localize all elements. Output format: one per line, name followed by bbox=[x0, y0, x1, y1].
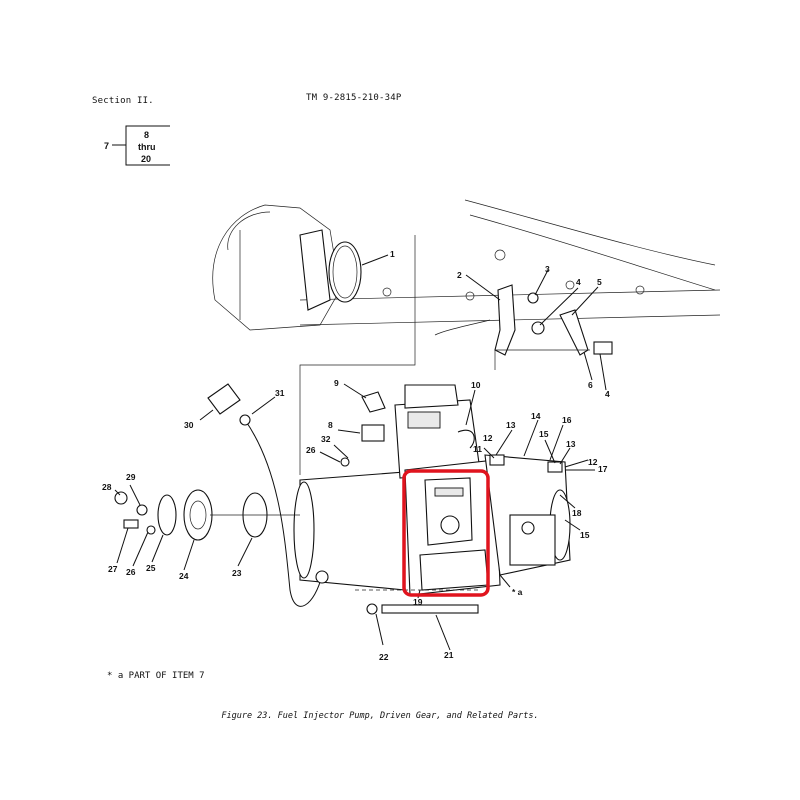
leader-lines bbox=[114, 235, 607, 651]
callout: 17 bbox=[598, 464, 608, 474]
callout-numbers: 1 2 3 4 5 6 4 9 10 31 30 8 32 26 13 14 1… bbox=[102, 249, 610, 662]
nut bbox=[531, 321, 545, 335]
adapter-plate bbox=[299, 229, 331, 311]
washer-29 bbox=[136, 504, 148, 516]
callout: 30 bbox=[184, 420, 194, 430]
callout: 3 bbox=[545, 264, 550, 274]
hose bbox=[457, 429, 475, 449]
callout: 4 bbox=[605, 389, 610, 399]
callout: * a bbox=[512, 587, 523, 597]
callout: 23 bbox=[232, 568, 242, 578]
callout: 9 bbox=[334, 378, 339, 388]
callout: 8 bbox=[328, 420, 333, 430]
callout: 29 bbox=[126, 472, 136, 482]
callout: 11 bbox=[473, 444, 482, 454]
callout: 16 bbox=[562, 415, 572, 425]
engine-block-background bbox=[212, 199, 721, 336]
driven-gear-assembly bbox=[114, 489, 300, 541]
callout: 12 bbox=[588, 457, 598, 467]
footnote: * a PART OF ITEM 7 bbox=[107, 671, 205, 681]
highlight-box bbox=[402, 469, 490, 597]
callout: 19 bbox=[413, 597, 423, 607]
gear-24 bbox=[183, 489, 213, 541]
elbow-fitting bbox=[361, 391, 386, 413]
washer bbox=[527, 292, 539, 304]
callout: 12 bbox=[483, 433, 493, 443]
callout: 24 bbox=[179, 571, 189, 581]
bracket-item-number: 7 bbox=[104, 141, 109, 151]
bracket-line-2: thru bbox=[138, 142, 156, 152]
section-label: Section II. bbox=[92, 96, 154, 106]
support-bracket bbox=[494, 284, 516, 356]
callout: 31 bbox=[275, 388, 285, 398]
screw-27 bbox=[123, 519, 139, 529]
hub-25 bbox=[157, 494, 177, 536]
callout: 21 bbox=[444, 650, 454, 660]
callout: 1 bbox=[390, 249, 395, 259]
tee-fitting bbox=[361, 424, 385, 442]
callout: 26 bbox=[306, 445, 316, 455]
technical-manual-number: TM 9-2815-210-34P bbox=[306, 93, 402, 103]
callout: 13 bbox=[506, 420, 516, 430]
callout: 10 bbox=[471, 380, 481, 390]
bracket-line-3: 20 bbox=[141, 154, 151, 164]
strap bbox=[559, 309, 589, 356]
callout: 5 bbox=[597, 277, 602, 287]
callout: 14 bbox=[531, 411, 541, 421]
shaft bbox=[381, 604, 479, 614]
callout: 27 bbox=[108, 564, 118, 574]
callout: 13 bbox=[566, 439, 576, 449]
cable bbox=[244, 419, 323, 607]
callout: 18 bbox=[572, 508, 582, 518]
figure-caption: Figure 23. Fuel Injector Pump, Driven Ge… bbox=[221, 711, 539, 721]
plug bbox=[340, 457, 350, 467]
fitting bbox=[489, 454, 505, 466]
sensor bbox=[207, 383, 241, 415]
callout: 28 bbox=[102, 482, 112, 492]
callout: 26 bbox=[126, 567, 136, 577]
callout: 15 bbox=[539, 429, 549, 439]
clip bbox=[366, 603, 378, 615]
washer-26 bbox=[146, 525, 156, 535]
callout: 22 bbox=[379, 652, 389, 662]
callout: 2 bbox=[457, 270, 462, 280]
o-ring bbox=[328, 241, 362, 303]
callout: 25 bbox=[146, 563, 156, 573]
callout: 15 bbox=[580, 530, 590, 540]
callout: 4 bbox=[576, 277, 581, 287]
bracket-line-1: 8 bbox=[144, 130, 149, 140]
washer-28 bbox=[114, 491, 128, 505]
callout: 32 bbox=[321, 434, 331, 444]
item-bracket: 7 8 thru 20 bbox=[104, 125, 170, 166]
bolt bbox=[593, 341, 613, 355]
callout: 6 bbox=[588, 380, 593, 390]
fuel-injector-pump bbox=[293, 384, 571, 596]
